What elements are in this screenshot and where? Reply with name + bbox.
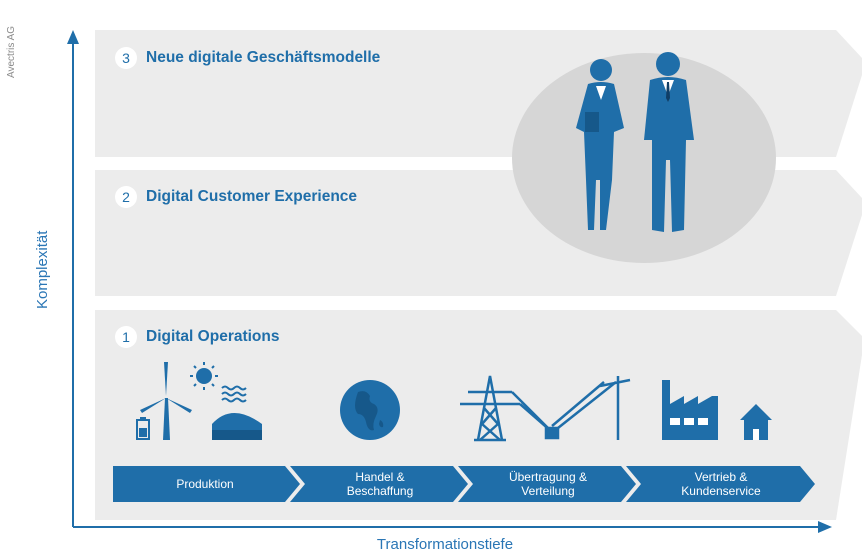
gas-storage-icon <box>212 413 262 440</box>
chevron-vertrieb <box>626 466 815 502</box>
people-oval <box>512 53 776 263</box>
band-2-label: Digital Customer Experience <box>146 188 358 205</box>
battery-icon <box>136 417 150 440</box>
band-2-title: 2 Digital Customer Experience <box>115 186 357 208</box>
factory-icon <box>662 380 718 440</box>
y-axis-label: Komplexität <box>34 230 51 310</box>
chevron-uebertragung <box>458 466 636 502</box>
businesspeople-icon <box>576 52 694 232</box>
water-waves-icon <box>221 385 247 403</box>
x-axis <box>73 521 832 533</box>
band-2-number: 2 <box>115 186 137 208</box>
band-1-title: 1 Digital Operations <box>115 326 280 348</box>
globe-icon <box>340 380 400 440</box>
wind-turbine-icon <box>140 362 192 440</box>
y-axis <box>67 30 79 527</box>
x-axis-label: Transformationstiefe <box>376 536 514 553</box>
chevron-handel <box>290 466 468 502</box>
band-1-number: 1 <box>115 326 137 348</box>
chevron-produktion <box>113 466 300 502</box>
sun-icon <box>190 362 218 390</box>
house-icon <box>740 404 772 440</box>
band-3-label: Neue digitale Geschäftsmodelle <box>146 49 381 66</box>
band-3-title: 3 Neue digitale Geschäftsmodelle <box>115 47 380 69</box>
chain-label-uebertragung: Übertragung & Verteilung <box>508 470 588 498</box>
value-chain <box>113 466 815 502</box>
chain-label-handel: Handel & Beschaffung <box>346 470 414 498</box>
band-1-label: Digital Operations <box>146 328 280 345</box>
band-3-number: 3 <box>115 47 137 69</box>
power-pole-icon <box>544 376 631 440</box>
chain-label-vertrieb: Vertrieb & Kundenservice <box>681 470 761 498</box>
chain-label-produktion: Produktion <box>176 477 234 491</box>
